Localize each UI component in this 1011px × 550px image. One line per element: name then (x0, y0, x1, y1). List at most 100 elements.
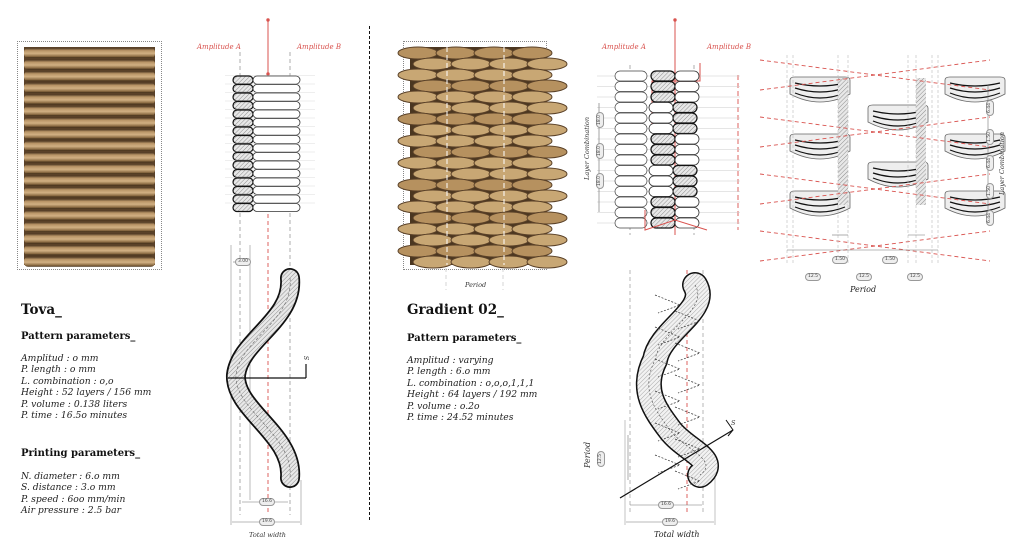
layer-bead (252, 135, 301, 144)
tova-layer-section-diagram (225, 18, 315, 525)
wave-line (949, 87, 1001, 93)
layer-bead-hatched (232, 160, 254, 170)
clay-layer-row (24, 256, 155, 267)
layer-bead-hatched (232, 134, 254, 145)
clay-blob (435, 178, 477, 192)
gradient-dim-inner: 16.6 (658, 501, 675, 509)
clay-layer-row (24, 94, 155, 105)
layer-bead (648, 186, 674, 197)
clay-layer-row (24, 175, 155, 186)
twist-line (674, 310, 701, 330)
tova-title: Tova_ (21, 302, 62, 318)
layer-bead (252, 160, 301, 170)
gradient-right-dim-4: 1.50 (986, 182, 995, 200)
layer-bead (674, 81, 700, 92)
twist-line (674, 342, 701, 362)
layer-bead (614, 165, 648, 176)
layer-bead (648, 165, 674, 176)
clay-layer-row (24, 164, 155, 174)
gradient-section-mark-label: S (731, 419, 736, 427)
clay-layer-row (24, 245, 155, 256)
clay-blob (397, 134, 439, 148)
clay-layer-row (24, 71, 155, 82)
layer-bead (648, 175, 674, 187)
wave-line (949, 144, 1001, 150)
layer-bead-hatched (232, 177, 254, 187)
clay-layer-row (24, 117, 155, 128)
tova-photo (24, 47, 155, 267)
gradient-photo (397, 46, 568, 269)
gradient-amplitude-b-label: Amplitude B (707, 43, 751, 51)
clay-blob (488, 255, 530, 269)
clay-blob (450, 167, 492, 181)
layer-bead-hatched (672, 175, 698, 187)
clay-blob (526, 145, 568, 159)
layer-bead-hatched (650, 154, 676, 166)
twist-line (674, 374, 701, 394)
clay-layer-row (24, 222, 155, 232)
param-height: Height : 52 layers / 156 mm (21, 387, 152, 399)
clay-blob (526, 57, 568, 71)
layer-bead-hatched (232, 151, 254, 162)
clay-blob (435, 156, 477, 170)
layer-bead-hatched (650, 80, 676, 93)
twist-line (654, 326, 681, 346)
layer-bead (674, 70, 700, 82)
twist-line (654, 294, 681, 314)
twist-line (654, 390, 681, 410)
layer-bead-hatched (672, 101, 698, 114)
clay-blob (473, 156, 515, 170)
layer-bead (252, 152, 301, 161)
clay-blob (511, 244, 553, 258)
tova-dim-total: 19.6 (259, 518, 276, 526)
twist-line (674, 438, 701, 458)
clay-blob (488, 145, 530, 159)
gradient-right-dim-3: 6.44 (986, 154, 995, 172)
gradient-right-dim-5: 6.44 (986, 209, 995, 227)
wave-line (949, 82, 1001, 87)
layer-bead-hatched (672, 185, 698, 198)
layer-bead (674, 91, 700, 103)
layer-bead (674, 207, 700, 218)
amplitude-outline (644, 210, 708, 231)
clay-blob (435, 112, 477, 126)
clay-blob (450, 211, 492, 225)
layer-bead (674, 133, 700, 145)
layer-bead (614, 154, 648, 166)
gradient-right-dim-1: 6.44 (986, 99, 995, 117)
clay-layer-row (24, 82, 155, 93)
clay-blob (450, 57, 492, 71)
clay-layer-row (24, 48, 155, 58)
clay-blob (397, 156, 439, 170)
layer-bead-hatched (650, 206, 676, 219)
layer-bead (252, 169, 301, 178)
clay-blob (511, 46, 553, 60)
layer-bead-hatched (232, 143, 254, 153)
wave-line (949, 92, 1001, 99)
layer-bead-hatched (232, 126, 254, 136)
clay-layer-row (24, 198, 155, 209)
tova-printing-heading: Printing parameters_ (21, 448, 141, 459)
clay-blob (450, 123, 492, 137)
gradient-right-layer-combination-label: Layer Combination (998, 131, 1006, 195)
layer-bead (252, 203, 301, 212)
tova-dim-inner: 16.6 (259, 498, 276, 506)
param-volume: P. volume : 0.138 liters (21, 398, 128, 410)
layer-bead (252, 92, 301, 102)
gradient-pattern-params: Amplitud : varying P. length : 6.o mm L.… (407, 355, 537, 423)
clay-blob (511, 90, 553, 104)
overlap-band (838, 135, 848, 205)
layer-bead-hatched (232, 117, 254, 128)
clay-blob (435, 200, 477, 214)
tova-amplitude-a-label: Amplitude A (197, 43, 241, 51)
param-air-pressure: Air pressure : 2.5 bar (21, 505, 121, 517)
clay-blob (488, 101, 530, 115)
clay-blob (511, 68, 553, 82)
clay-blob (473, 134, 515, 148)
layer-bead-hatched (232, 185, 254, 196)
clay-blob (473, 46, 515, 60)
clay-layer-row (24, 140, 155, 151)
layer-bead (614, 112, 648, 124)
layer-bead-hatched (232, 202, 254, 213)
red-cross-line (759, 230, 991, 262)
